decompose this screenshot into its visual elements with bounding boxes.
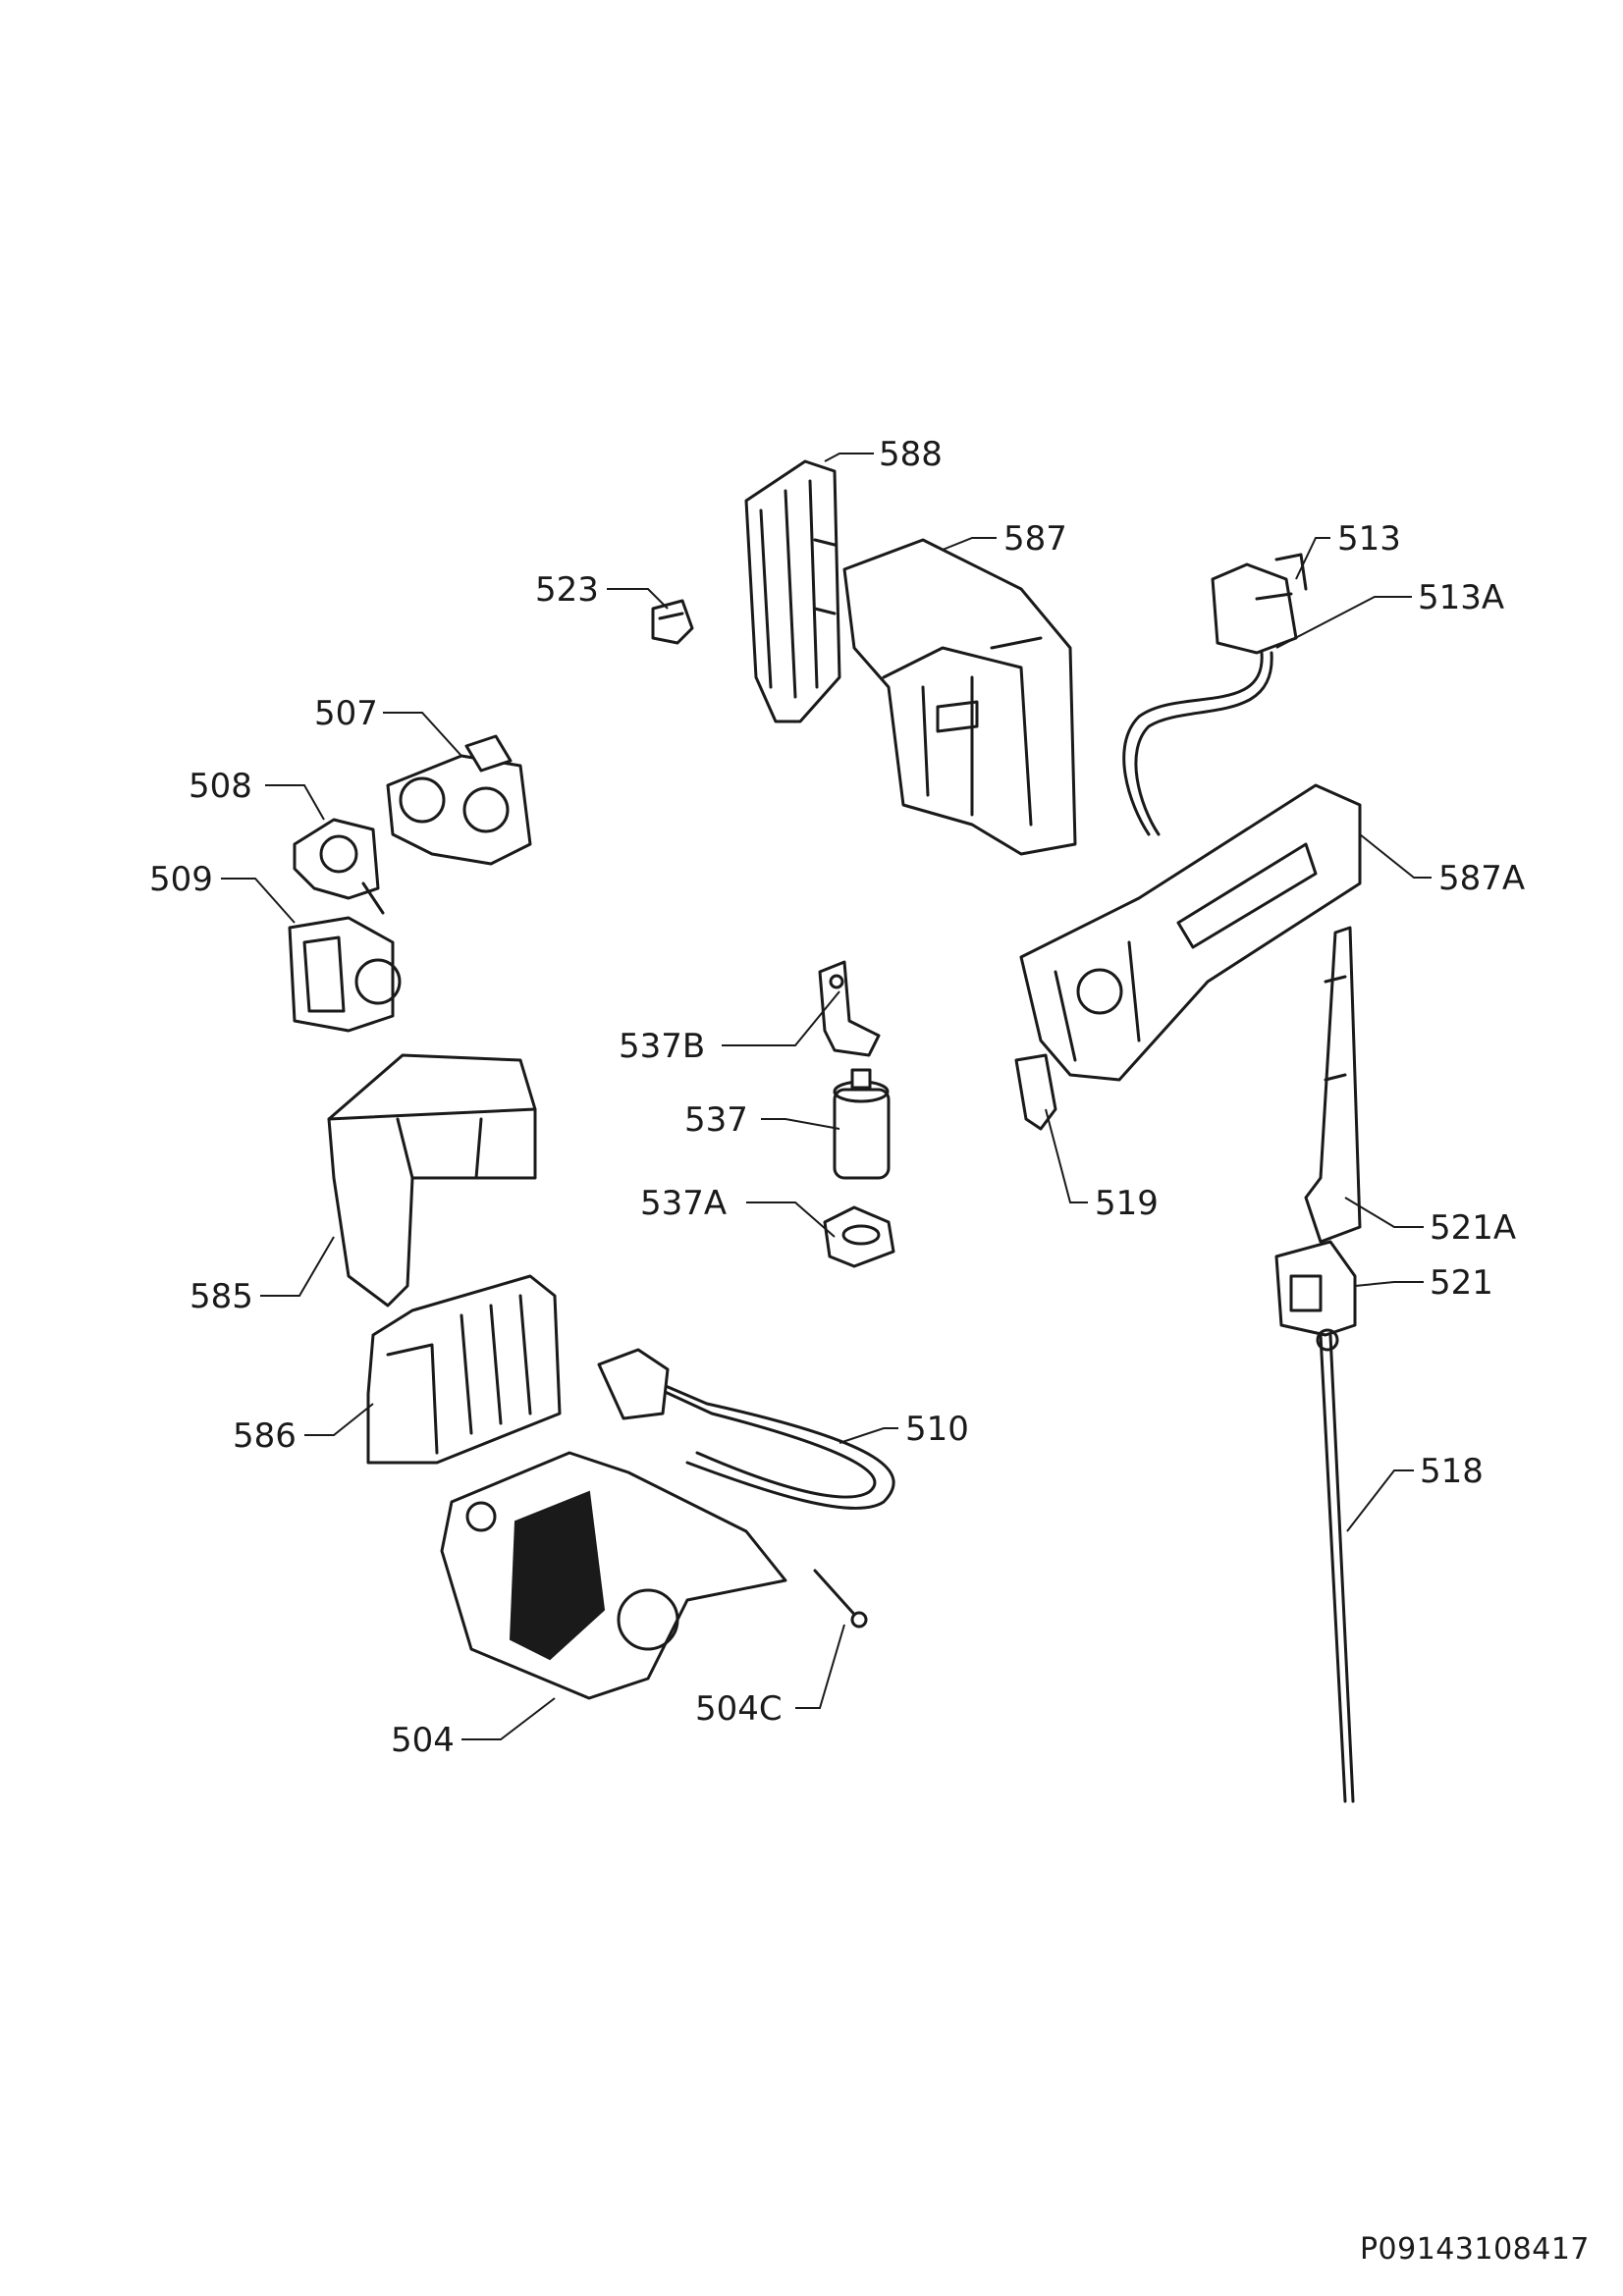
part-523-clip	[651, 599, 694, 645]
label-586: 586	[233, 1416, 297, 1456]
label-513A: 513A	[1418, 578, 1504, 617]
label-537B: 537B	[619, 1027, 705, 1066]
part-537B-bracket	[818, 960, 881, 1057]
part-585-cover	[327, 1053, 537, 1308]
label-507: 507	[314, 694, 378, 733]
part-510-heater	[597, 1348, 895, 1510]
label-519: 519	[1095, 1184, 1159, 1223]
part-504C-screw	[813, 1569, 868, 1629]
label-588: 588	[879, 435, 943, 474]
part-521-door-lock	[1274, 1240, 1357, 1337]
label-537A: 537A	[640, 1184, 727, 1223]
label-521: 521	[1430, 1263, 1493, 1303]
label-521A: 521A	[1430, 1208, 1516, 1248]
part-509-pump	[288, 916, 402, 1033]
part-513A-cable	[1122, 651, 1273, 836]
part-537A-holder	[823, 1205, 895, 1268]
part-588-bracket	[744, 459, 841, 723]
part-504-motor	[440, 1451, 787, 1700]
part-537-capacitor	[833, 1068, 891, 1180]
label-508: 508	[189, 767, 252, 806]
label-504C: 504C	[695, 1689, 783, 1729]
part-586-inverter	[366, 1274, 562, 1465]
document-id: P09143108417	[1359, 2232, 1590, 2267]
callout-labels: 588 587 523 513 513A 507 508 509 587A 53…	[149, 435, 1525, 1760]
leader-lines	[221, 453, 1432, 1740]
label-523: 523	[535, 570, 599, 610]
label-504: 504	[391, 1721, 455, 1760]
label-587A: 587A	[1438, 859, 1525, 898]
part-519-sensor	[1014, 1053, 1057, 1131]
part-587-housing	[842, 538, 1077, 856]
part-508-valve	[293, 818, 385, 915]
label-509: 509	[149, 860, 213, 899]
part-587A-control-panel	[1019, 783, 1362, 1082]
part-507-valve	[386, 734, 532, 866]
label-585: 585	[189, 1277, 253, 1316]
label-513: 513	[1337, 519, 1401, 559]
part-513-filter	[1211, 553, 1308, 655]
label-518: 518	[1420, 1452, 1484, 1491]
part-521A-rail	[1304, 926, 1362, 1244]
part-518-rod	[1316, 1328, 1355, 1803]
label-537: 537	[684, 1100, 748, 1140]
label-510: 510	[905, 1410, 969, 1449]
label-587: 587	[1003, 519, 1067, 559]
